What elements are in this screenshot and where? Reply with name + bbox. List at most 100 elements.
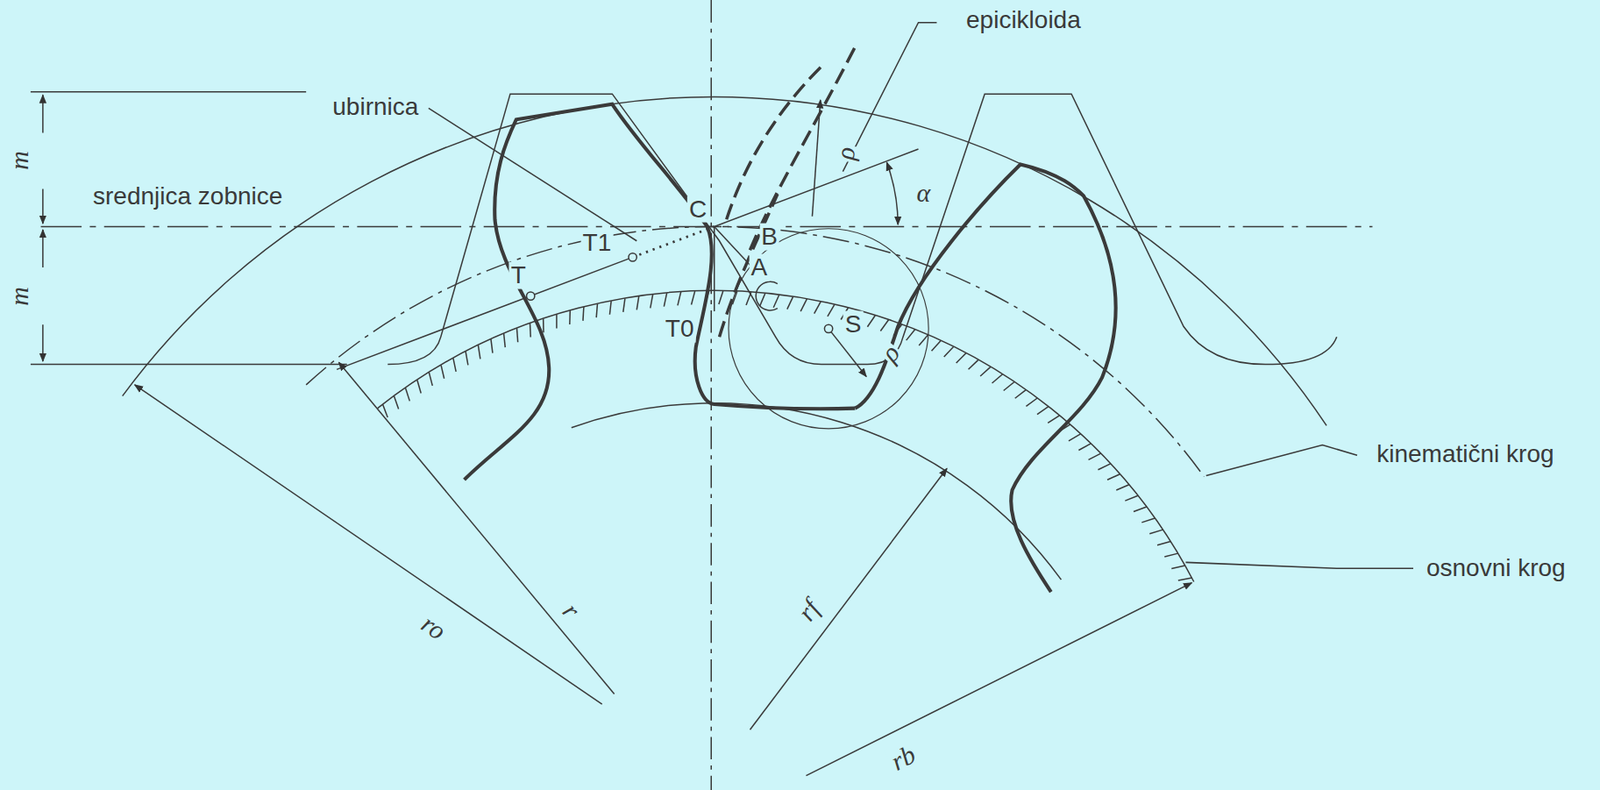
hatch-tick	[880, 320, 889, 332]
center-line	[710, 0, 712, 790]
hatch-tick	[582, 306, 584, 321]
radius-line	[749, 468, 947, 730]
hatch-tick	[596, 303, 598, 318]
hatch-tick	[428, 372, 433, 386]
hatch-tick	[787, 296, 794, 309]
radius-label: rf	[789, 592, 826, 627]
hatch-tick	[691, 291, 696, 305]
hatch-tick	[944, 346, 954, 357]
base-circle-hatching	[383, 291, 1193, 581]
hatch-tick	[517, 327, 519, 342]
hatch-tick	[1178, 577, 1193, 581]
hatch-tick	[968, 359, 979, 370]
hatch-tick	[677, 291, 682, 306]
point-label: C	[687, 195, 709, 223]
point-marker	[526, 291, 535, 300]
point-label: S	[843, 311, 864, 339]
point-marker	[824, 324, 832, 333]
hatch-tick	[1133, 506, 1147, 512]
hatch-tick	[1157, 541, 1171, 546]
hatch-tick	[440, 364, 445, 378]
hatch-tick	[542, 318, 545, 333]
hatch-tick	[827, 304, 835, 317]
radius-line	[338, 362, 614, 694]
leader-label: osnovni krog	[1424, 554, 1568, 583]
pitch-circle	[305, 226, 1204, 477]
hatch-tick	[453, 357, 456, 372]
hatch-tick	[906, 329, 916, 341]
line-of-action	[632, 226, 715, 257]
leader-label: epicikloida	[964, 7, 1083, 35]
leader-label: ubirnica	[330, 93, 420, 121]
line-label: srednjica zobnice	[91, 182, 285, 210]
hatch-tick	[504, 333, 506, 348]
radius-label: ρ	[873, 336, 906, 368]
dimension-line	[42, 324, 44, 362]
hatch-tick	[931, 340, 942, 351]
hatch-tick	[1116, 484, 1130, 491]
hatch-tick	[1078, 443, 1091, 451]
hatch-tick	[1015, 390, 1026, 399]
hatch-tick	[760, 293, 766, 307]
hatch-tick	[1088, 453, 1102, 460]
radius-line	[805, 583, 1192, 776]
hatch-tick	[992, 374, 1003, 384]
point-label: T0	[663, 314, 697, 342]
hatch-tick	[465, 351, 469, 365]
radius-line	[135, 384, 603, 704]
hatch-tick	[1124, 495, 1138, 501]
radius-label: ρ	[829, 143, 860, 163]
leader-line	[1206, 445, 1358, 477]
hatch-tick	[956, 353, 967, 363]
hatch-tick	[800, 298, 807, 312]
point-label: B	[759, 223, 780, 251]
gear-tooth	[854, 163, 1116, 592]
tip-circle	[122, 96, 1327, 426]
hatch-tick	[568, 310, 571, 325]
hatch-tick	[650, 294, 654, 309]
extension-line	[30, 363, 348, 366]
radius-label: r	[555, 595, 587, 625]
hatch-tick	[867, 315, 875, 328]
construction-arc	[755, 281, 778, 311]
hatch-tick	[1097, 463, 1110, 470]
hatch-tick	[1037, 406, 1049, 415]
angle-arc	[886, 162, 898, 225]
hatch-tick	[555, 314, 558, 329]
dimension-label: m	[4, 284, 34, 308]
leader-line	[428, 107, 637, 241]
gear-tooth	[464, 104, 856, 480]
root-circle	[571, 403, 1062, 580]
hatch-tick	[636, 296, 639, 311]
radius-label: rb	[884, 738, 922, 776]
hatch-tick	[1164, 553, 1178, 557]
hatch-tick	[477, 345, 480, 360]
hatch-tick	[1003, 381, 1015, 391]
radius-label: ro	[414, 607, 453, 647]
hatch-tick	[1047, 415, 1060, 424]
point-label: A	[749, 253, 770, 281]
hatch-tick	[393, 396, 399, 410]
hatch-tick	[417, 379, 421, 393]
dimension-label: m	[4, 149, 34, 172]
hatch-tick	[623, 298, 626, 313]
epicycloid-curve	[719, 193, 778, 337]
hatch-tick	[773, 294, 780, 308]
line-of-action	[336, 256, 633, 370]
hatch-tick	[1171, 565, 1185, 569]
leader-label: kinematični krog	[1374, 440, 1556, 468]
point-label: T1	[581, 229, 614, 257]
hatch-tick	[1149, 529, 1163, 534]
dimension-line	[42, 229, 44, 268]
hatch-tick	[980, 366, 991, 377]
hatch-tick	[814, 301, 822, 314]
hatch-tick	[490, 339, 493, 354]
hatch-tick	[1025, 398, 1038, 406]
construction-line	[713, 226, 716, 312]
point-marker	[628, 253, 637, 262]
hatch-tick	[1068, 433, 1081, 441]
leader-line	[1185, 561, 1414, 569]
base-circle	[377, 291, 1195, 583]
hatch-tick	[1107, 474, 1120, 481]
